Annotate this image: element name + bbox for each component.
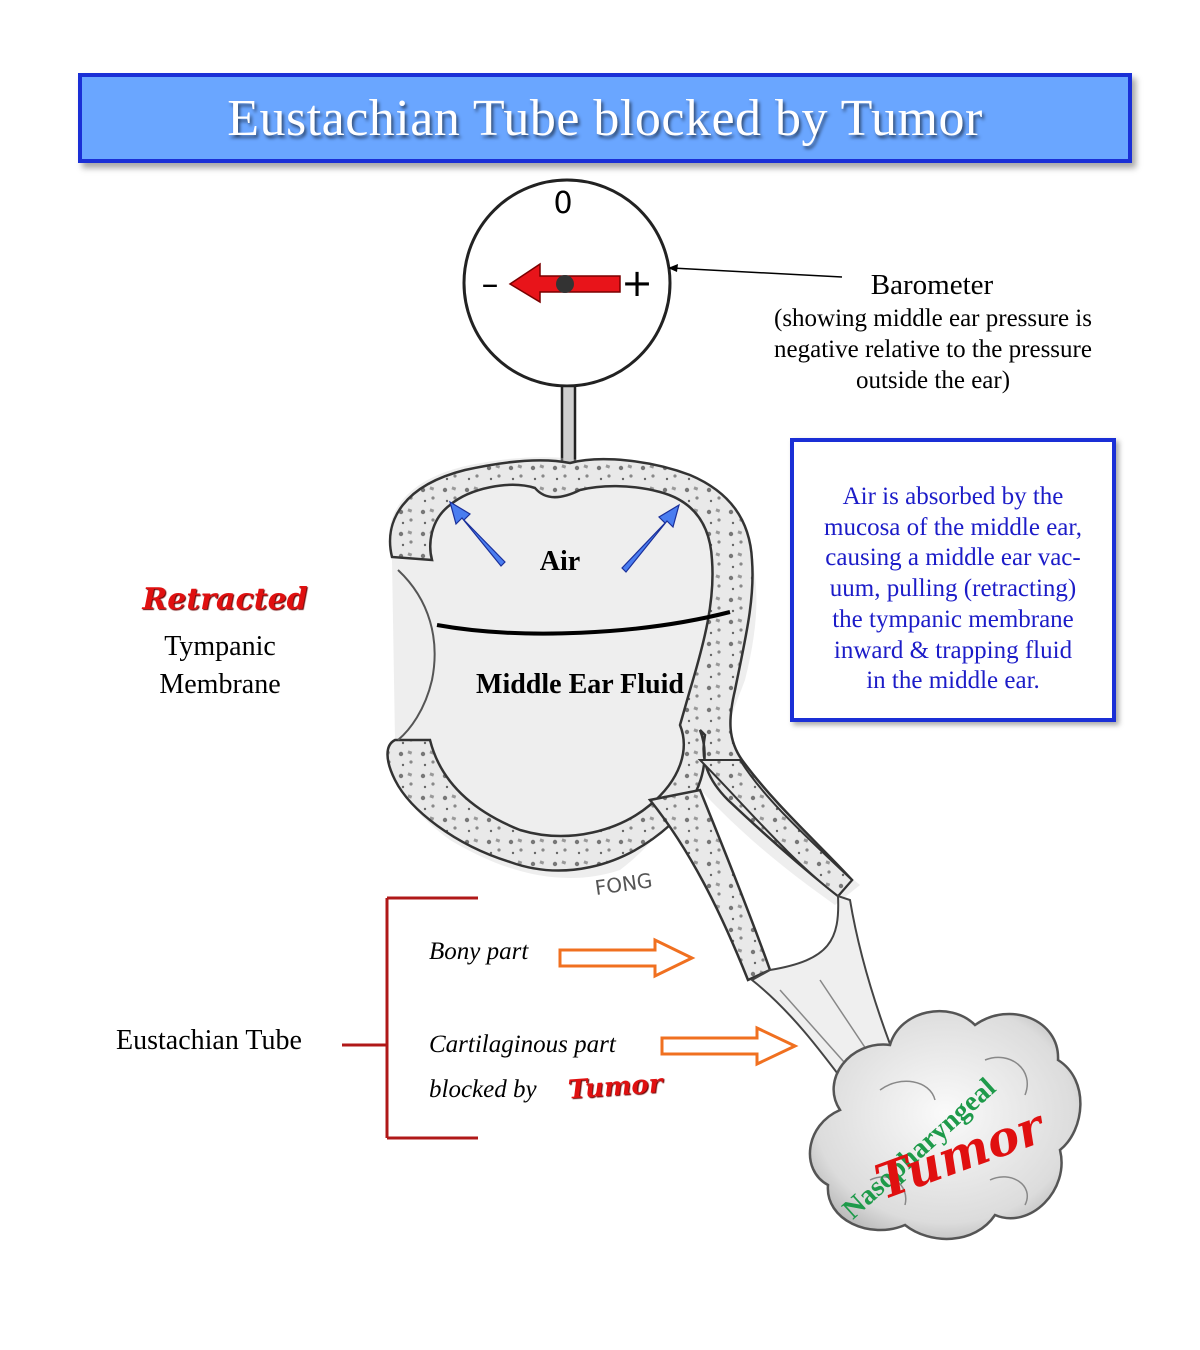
tympanic-membrane bbox=[397, 569, 436, 741]
barometer-label: Barometer bbox=[870, 269, 994, 301]
dial-plus: + bbox=[621, 261, 653, 305]
nasopharyngeal-tumor: Nasopharyngeal Tumor bbox=[808, 1010, 1082, 1241]
caption-line-3: outside the ear) bbox=[855, 367, 1011, 394]
fluid-level-line bbox=[436, 610, 731, 636]
eustachian-bracket bbox=[342, 896, 478, 1140]
bony-part-arrow-icon bbox=[558, 937, 696, 979]
info-box: Air is absorbed by the mucosa of the mid… bbox=[790, 438, 1116, 722]
cartilaginous-part-label: Cartilaginous part bbox=[429, 1031, 616, 1058]
air-absorption-arrow-icon bbox=[449, 500, 680, 573]
middle-ear-cavity: FONG bbox=[386, 457, 902, 1092]
air-label: Air bbox=[539, 546, 581, 577]
bony-part-label: Bony part bbox=[429, 938, 529, 965]
dial-pivot bbox=[556, 275, 574, 293]
caption-line-1: (showing middle ear pressure is bbox=[774, 305, 1092, 332]
blocked-by-label: blocked by bbox=[429, 1076, 537, 1103]
middle-ear-fluid-label: Middle Ear Fluid bbox=[476, 669, 684, 700]
dial-minus: – bbox=[482, 264, 499, 304]
barometer-caption: (showing middle ear pressure is negative… bbox=[738, 303, 1128, 396]
eustachian-tube-label: Eustachian Tube bbox=[116, 1025, 302, 1056]
cartilaginous-arrow-icon bbox=[660, 1025, 799, 1067]
dial-zero: 0 bbox=[553, 186, 572, 221]
barometer-pointer-line bbox=[671, 267, 843, 278]
caption-line-2: negative relative to the pressure bbox=[774, 336, 1092, 363]
cartilaginous-tube bbox=[750, 894, 902, 1092]
page-title: Eustachian Tube blocked by Tumor bbox=[227, 89, 983, 147]
info-text: Air is absorbed by the mucosa of the mid… bbox=[824, 483, 1082, 695]
retracted-label: Retracted bbox=[142, 582, 308, 617]
membrane-label: Membrane bbox=[159, 669, 281, 700]
tympanic-label: Tympanic bbox=[164, 631, 276, 662]
barometer-stem bbox=[560, 384, 577, 466]
title-banner: Eustachian Tube blocked by Tumor bbox=[78, 73, 1132, 163]
barometer: 0 – + bbox=[462, 178, 843, 466]
